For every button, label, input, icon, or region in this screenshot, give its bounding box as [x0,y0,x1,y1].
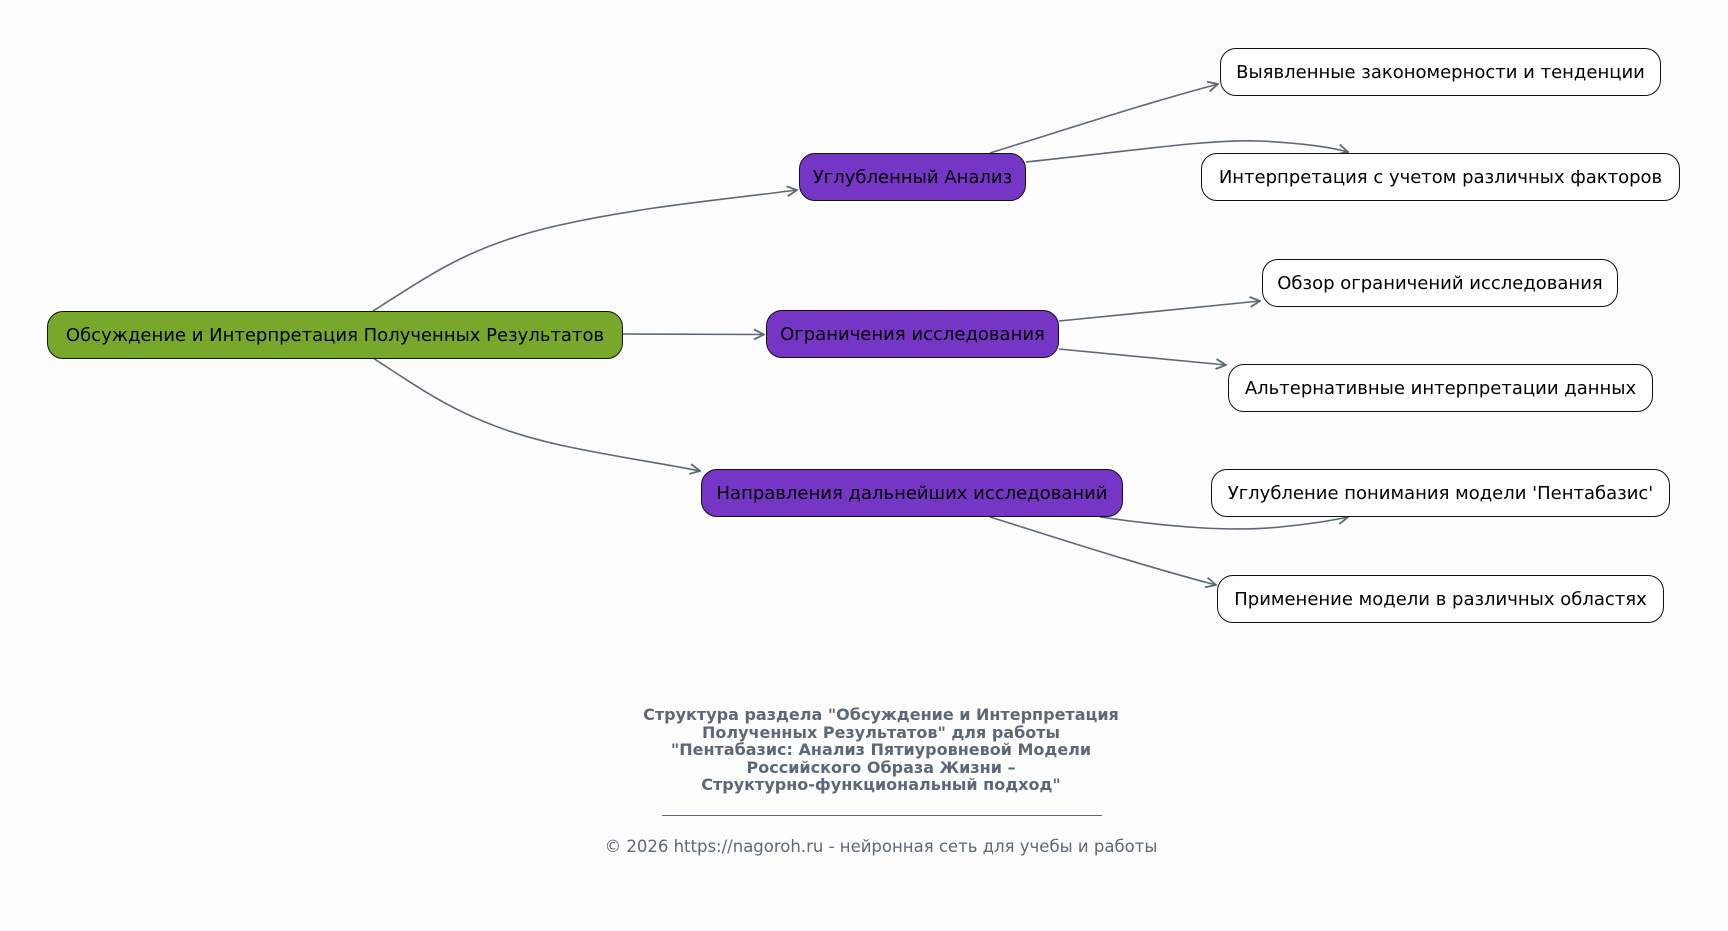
edge-future-to-application [989,516,1216,585]
edge-root-to-deep-analysis [372,190,797,312]
caption-line: Структура раздела "Обсуждение и Интерпре… [643,705,1119,724]
leaf-node-label: Углубление понимания модели 'Пентабазис' [1227,482,1654,504]
diagram-caption: Структура раздела "Обсуждение и Интерпре… [0,706,1728,794]
leaf-node-pentabasis[interactable]: Углубление понимания модели 'Пентабазис' [1211,469,1670,517]
leaf-node-label: Альтернативные интерпретации данных [1244,377,1637,399]
edge-deep-to-factors [1025,139,1348,163]
caption-line: Полученных Результатов" для работы [702,722,1060,742]
branch-node-label: Углубленный Анализ [812,166,1013,188]
edge-root-to-limitations [622,334,764,335]
root-node[interactable]: Обсуждение и Интерпретация Полученных Ре… [47,311,623,359]
leaf-node-label: Выявленные закономерности и тенденции [1236,61,1645,83]
copyright-text: © 2026 https://nagoroh.ru - нейронная се… [604,837,1158,856]
leaf-node-overview[interactable]: Обзор ограничений исследования [1262,259,1618,307]
caption-line: Российского Образа Жизни – [746,757,1016,777]
leaf-node-patterns[interactable]: Выявленные закономерности и тенденции [1220,48,1661,96]
leaf-node-application[interactable]: Применение модели в различных областях [1217,575,1664,623]
edge-root-to-future [372,357,700,471]
root-node-label: Обсуждение и Интерпретация Полученных Ре… [65,324,605,346]
branch-node-label: Направления дальнейших исследований [716,482,1108,504]
branch-node-limitations[interactable]: Ограничения исследования [766,310,1059,358]
edge-future-to-pentabasis [1099,517,1348,530]
branch-node-label: Ограничения исследования [780,323,1045,345]
branch-node-deep-analysis[interactable]: Углубленный Анализ [799,153,1026,201]
leaf-node-label: Обзор ограничений исследования [1277,272,1603,294]
caption-line: Структурно-функциональный подход" [701,775,1061,794]
edge-limits-to-alternatives [1058,348,1226,365]
edge-deep-to-patterns [989,84,1218,154]
branch-node-future-research[interactable]: Направления дальнейших исследований [701,469,1123,517]
leaf-node-label: Интерпретация с учетом различных факторо… [1218,166,1663,188]
leaf-node-factors[interactable]: Интерпретация с учетом различных факторо… [1201,153,1680,201]
leaf-node-alternatives[interactable]: Альтернативные интерпретации данных [1228,364,1653,412]
caption-line: "Пентабазис: Анализ Пятиуровневой Модели [670,740,1092,759]
caption-divider [662,815,1102,816]
edge-limits-to-overview [1058,301,1260,322]
leaf-node-label: Применение модели в различных областях [1234,588,1647,610]
